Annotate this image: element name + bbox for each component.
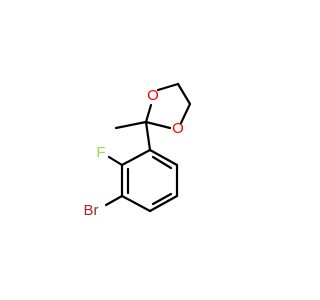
bond-oxygen-top-ch2 — [156, 82, 180, 92]
molecule-structure-canvas: O O F Br — [83, 82, 192, 219]
atom-label-layer: O O F Br — [84, 87, 184, 219]
bond-ring-bromine — [104, 194, 124, 207]
ring-bond-6 — [148, 148, 179, 167]
bond-ketal-oxygen-top — [144, 103, 153, 124]
bond-ring-fluorine — [107, 155, 124, 167]
bond-ch2-oxygen-right — [179, 102, 192, 125]
oxygen-right-label: O — [172, 120, 184, 137]
ring-bond-4 — [148, 194, 179, 213]
bond-ketal-oxygen-right — [144, 120, 172, 130]
oxygen-top-label: O — [147, 87, 159, 104]
bond-layer — [104, 82, 192, 213]
ring-bond-3 — [120, 194, 152, 213]
ring-inner-bond-2 — [151, 192, 173, 206]
bond-ch2-ch2 — [176, 82, 192, 106]
bond-ketal-aryl — [144, 120, 152, 152]
bond-methyl-ketal — [114, 120, 148, 130]
ring-bond-1 — [120, 148, 152, 167]
fluorine-label: F — [96, 144, 105, 161]
bromine-label: Br — [84, 202, 99, 219]
ring-inner-bond-3 — [151, 155, 173, 170]
molecule-diagram: O O F Br — [84, 82, 192, 219]
